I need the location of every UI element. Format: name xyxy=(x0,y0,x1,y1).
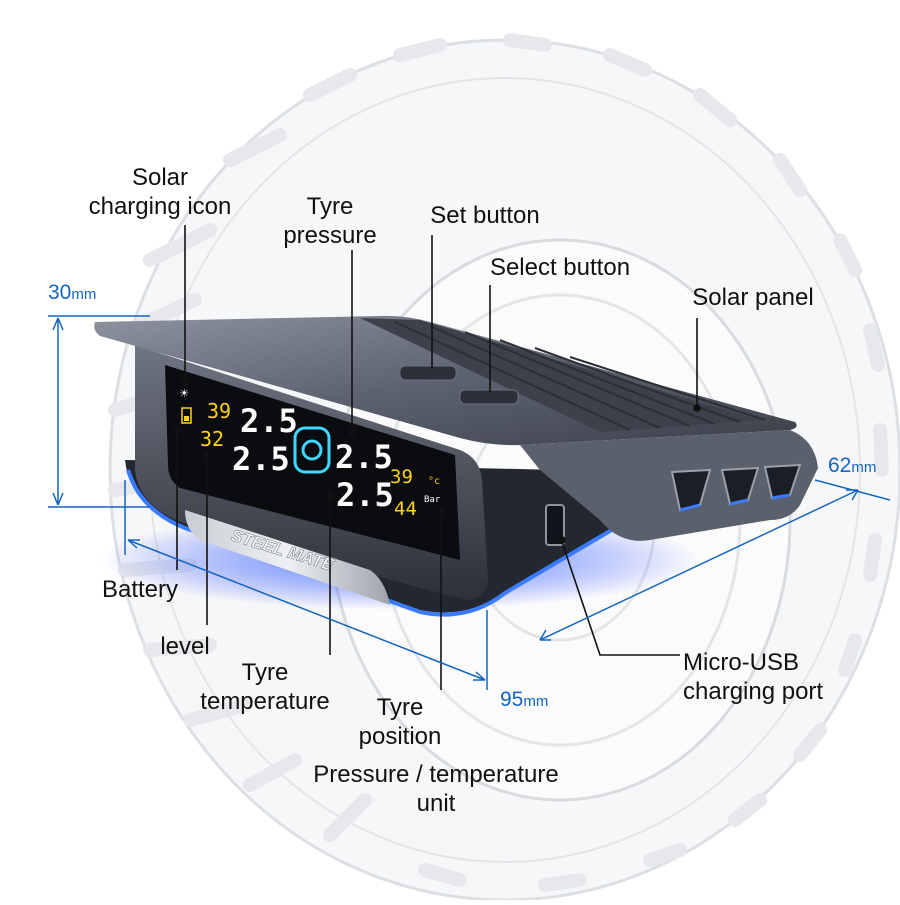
temp-front-left: 39 xyxy=(207,399,231,423)
leader-lines xyxy=(173,225,701,690)
label-battery: Battery xyxy=(101,576,179,603)
pressure-rear-right: 2.5 xyxy=(336,476,394,514)
sun-icon: ☀ xyxy=(180,386,189,402)
dimension-depth: 62mm xyxy=(828,454,876,478)
lcd-screen xyxy=(165,365,460,560)
pressure-rear-left: 2.5 xyxy=(232,440,290,478)
battery-icon xyxy=(181,407,192,424)
label-usb-port: Micro-USB charging port xyxy=(683,649,824,705)
dimension-width-unit: mm xyxy=(523,693,549,710)
brand-badge xyxy=(185,510,390,605)
label-select-button: Select button xyxy=(489,254,631,281)
temp-rear-right: 44 xyxy=(394,498,417,520)
dimension-lines xyxy=(48,315,891,690)
label-set-button: Set button xyxy=(430,202,540,229)
battery-level-icon xyxy=(184,416,189,421)
dimension-width: 95mm xyxy=(500,688,548,712)
dimension-depth-unit: mm xyxy=(851,459,877,476)
label-solar-charging-icon: Solar charging icon xyxy=(88,164,232,220)
label-level: level xyxy=(160,633,210,660)
temp-rear-left: 32 xyxy=(200,427,224,451)
tpms-device: STEEL MATE xyxy=(94,315,818,617)
tyre-position-icon xyxy=(293,426,331,474)
select-button[interactable] xyxy=(459,389,519,405)
label-unit: Pressure / temperature unit xyxy=(313,761,559,817)
lcd-readings: ☀ 39 32 2.5 2.5 2.5 2.5 39 44 °c Bar xyxy=(180,386,441,520)
dimension-height-value: 30 xyxy=(48,281,72,304)
label-solar-panel: Solar panel xyxy=(692,284,814,311)
pressure-front-right: 2.5 xyxy=(335,438,393,476)
dimension-height-unit: mm xyxy=(71,286,97,303)
label-tyre-temperature: Tyre temperature xyxy=(200,659,330,715)
set-button[interactable] xyxy=(399,365,457,381)
temp-unit: °c xyxy=(428,476,440,487)
temp-front-right: 39 xyxy=(390,466,413,488)
dimension-width-value: 95 xyxy=(500,688,524,711)
dimension-depth-value: 62 xyxy=(828,454,852,477)
label-tyre-position: Tyre position xyxy=(358,694,442,750)
pressure-front-left: 2.5 xyxy=(240,402,298,440)
label-tyre-pressure: Tyre pressure xyxy=(283,193,377,249)
dimension-height: 30mm xyxy=(48,281,96,305)
usb-port xyxy=(545,504,565,546)
pressure-unit: Bar xyxy=(424,495,441,505)
